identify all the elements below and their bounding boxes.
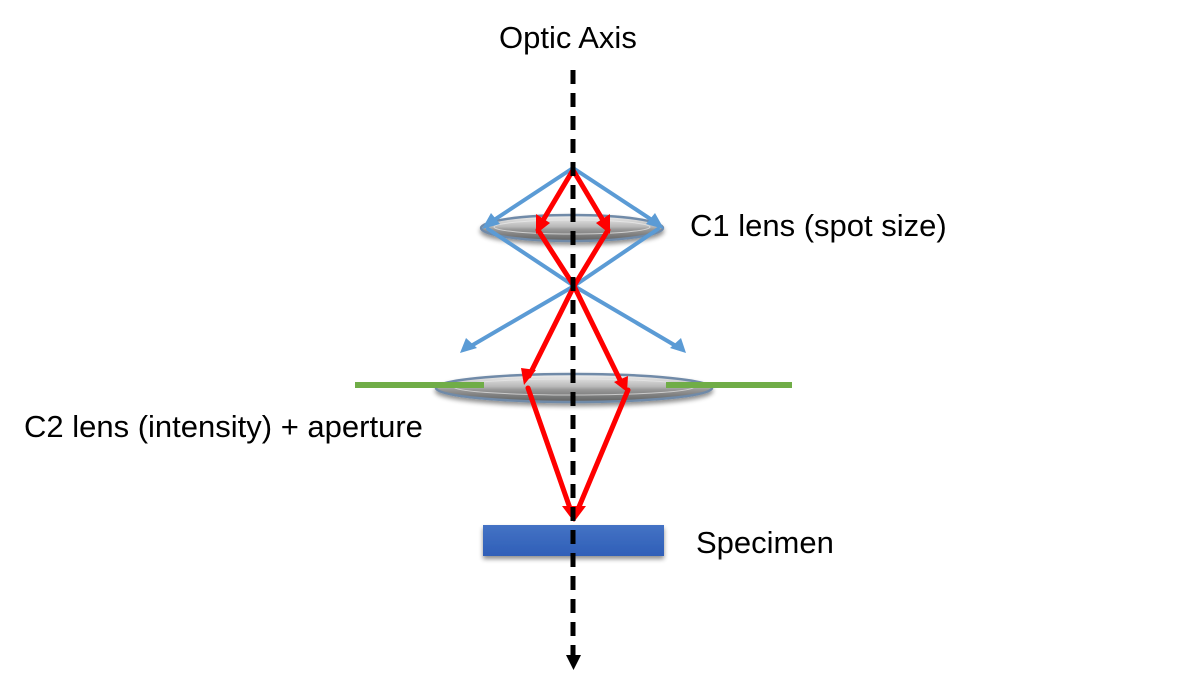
optic-axis <box>566 70 581 670</box>
red-rays <box>525 167 631 517</box>
optic-axis-arrowhead <box>566 655 581 670</box>
blue-arrowheads <box>460 213 686 353</box>
c1-lens-label: C1 lens (spot size) <box>690 208 947 243</box>
optic-axis-label: Optic Axis <box>499 20 637 55</box>
specimen-label: Specimen <box>696 525 834 560</box>
blue-rays <box>469 166 678 348</box>
c2-lens-label: C2 lens (intensity) + aperture <box>24 409 423 444</box>
